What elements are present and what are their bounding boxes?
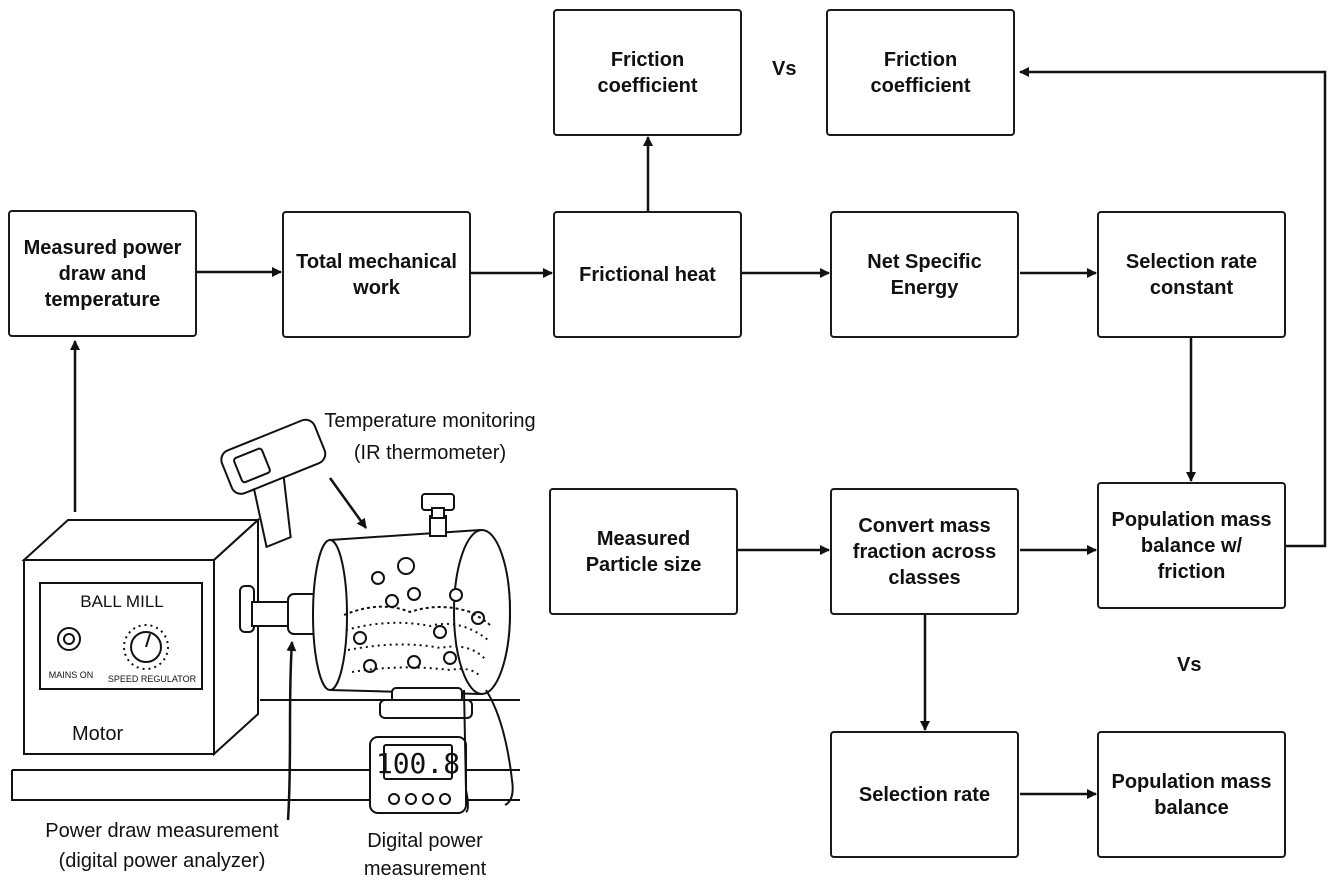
box-friction-coefficient-1: Friction coefficient xyxy=(553,9,742,136)
temp-monitor-line1: Temperature monitoring xyxy=(324,410,536,432)
box-population-balance: Population mass balance xyxy=(1097,731,1286,858)
box-measured-power: Measured power draw and temperature xyxy=(8,210,197,337)
arrow-power-to-shaft xyxy=(286,641,297,821)
digital-power-line1: Digital power xyxy=(367,830,483,852)
display-value: 100.8 xyxy=(376,747,460,780)
flow-arrows xyxy=(70,67,1327,821)
arrow-thermo-to-drum xyxy=(328,477,368,529)
box-selection-rate-constant: Selection rate constant xyxy=(1097,211,1286,338)
box-total-work: Total mechanical work xyxy=(282,211,471,338)
speed-regulator-label: SPEED REGULATOR xyxy=(108,674,197,684)
motor-label: Motor xyxy=(72,723,123,745)
power-draw-line1: Power draw measurement xyxy=(45,820,279,842)
ball-mill-apparatus xyxy=(11,418,520,814)
box-net-specific-energy: Net Specific Energy xyxy=(830,211,1019,338)
box-frictional-heat: Frictional heat xyxy=(553,211,742,338)
power-draw-line2: (digital power analyzer) xyxy=(58,850,266,872)
box-convert-mass-fraction: Convert mass fraction across classes xyxy=(830,488,1019,615)
box-friction-coefficient-2: Friction coefficient xyxy=(826,9,1015,136)
vs-label-bottom: Vs xyxy=(1177,654,1202,676)
temp-monitor-line2: (IR thermometer) xyxy=(353,442,507,464)
temp-monitor-label: Temperature monitoring (IR thermometer) xyxy=(305,408,555,466)
box-measured-particle-size: Measured Particle size xyxy=(549,488,738,615)
box-selection-rate: Selection rate xyxy=(830,731,1019,858)
box-population-balance-friction: Population mass balance w/ friction xyxy=(1097,482,1286,609)
ir-thermometer xyxy=(220,418,327,549)
digital-power-label: Digital power measurement xyxy=(340,828,510,882)
ball-mill-label: BALL MILL xyxy=(80,592,163,611)
digital-power-line2: measurement xyxy=(363,858,487,880)
motor-side xyxy=(213,517,259,757)
arrow-balance-to-friction xyxy=(1019,67,1327,548)
vs-label-top: Vs xyxy=(772,58,797,80)
mains-on-label: MAINS ON xyxy=(49,670,94,680)
power-draw-label: Power draw measurement (digital power an… xyxy=(22,818,302,874)
